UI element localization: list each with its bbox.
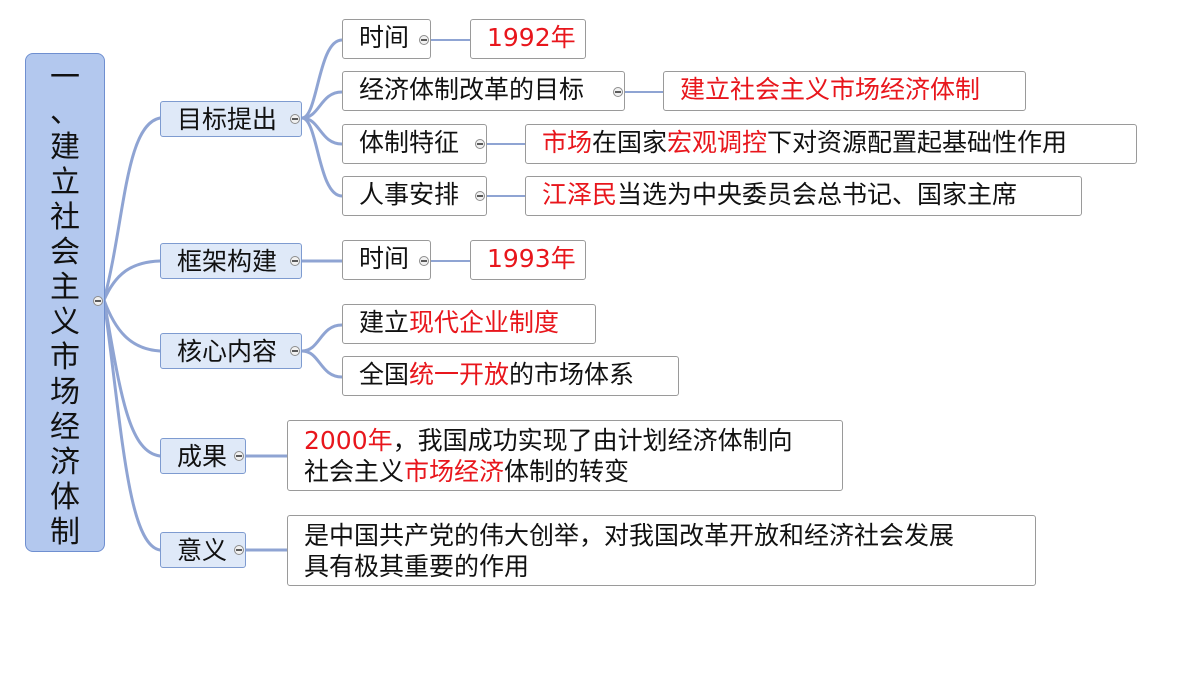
highlight-text: 市场: [542, 128, 593, 157]
node-goal-personnel[interactable]: 人事安排: [342, 176, 487, 216]
node-framework-time[interactable]: 时间: [342, 240, 431, 280]
plain-text: 建立: [359, 308, 410, 337]
collapse-icon[interactable]: [234, 451, 244, 461]
branch-meaning[interactable]: 意义: [160, 532, 246, 568]
root-char: 主: [50, 270, 80, 305]
connector-goal-time: [300, 38, 344, 120]
highlight-text: 宏观调控: [667, 128, 768, 157]
collapse-icon[interactable]: [234, 545, 244, 555]
root-char: 立: [50, 165, 80, 200]
root-char: 、: [50, 95, 80, 130]
root-char: 社: [50, 200, 80, 235]
collapse-icon[interactable]: [475, 139, 485, 149]
value-personnel[interactable]: 江泽民当选为中央委员会总书记、国家主席: [525, 176, 1082, 216]
branch-core[interactable]: 核心内容: [160, 333, 302, 369]
highlight-text: 现代企业制度: [409, 308, 560, 337]
root-char: 场: [50, 375, 80, 410]
node-goal-time[interactable]: 时间: [342, 19, 431, 59]
collapse-icon[interactable]: [419, 35, 429, 45]
connector-root-core: [102, 298, 162, 353]
root-node[interactable]: 一、建立社会主义市场经济体制: [25, 53, 105, 552]
root-char: 济: [50, 445, 80, 480]
plain-text: 全国: [359, 360, 410, 389]
connector-goal-personnel: [300, 116, 344, 198]
root-char: 义: [50, 305, 80, 340]
plain-text: ，我国成功实现了由计划经济体制向: [392, 426, 793, 455]
meaning-line-2: 具有极其重要的作用: [304, 552, 530, 581]
collapse-icon[interactable]: [290, 114, 300, 124]
root-char: 一: [50, 60, 80, 95]
connector-root-goal: [102, 116, 162, 302]
value-reform-target[interactable]: 建立社会主义市场经济体制: [663, 71, 1026, 111]
value-system-feature[interactable]: 市场在国家宏观调控下对资源配置起基础性作用: [525, 124, 1137, 164]
node-result-text[interactable]: 2000年，我国成功实现了由计划经济体制向 社会主义市场经济体制的转变: [287, 420, 843, 491]
node-core-market[interactable]: 全国统一开放的市场体系: [342, 356, 679, 396]
result-line-2: 社会主义市场经济体制的转变: [304, 456, 832, 487]
highlight-text: 统一开放: [409, 360, 510, 389]
collapse-icon[interactable]: [290, 346, 300, 356]
root-char: 建: [50, 130, 80, 165]
value-1993[interactable]: 1993年: [470, 240, 586, 280]
collapse-icon[interactable]: [290, 256, 300, 266]
plain-text: 的市场体系: [509, 360, 635, 389]
result-line-1: 2000年，我国成功实现了由计划经济体制向: [304, 425, 832, 456]
meaning-line-1: 是中国共产党的伟大创举，对我国改革开放和经济社会发展: [304, 521, 955, 550]
highlight-text: 2000年: [304, 426, 393, 455]
plain-text: 在国家: [592, 128, 668, 157]
connector-root-result: [102, 298, 162, 458]
branch-goal[interactable]: 目标提出: [160, 101, 302, 137]
node-goal-feature[interactable]: 体制特征: [342, 124, 487, 164]
root-char: 制: [50, 515, 80, 550]
value-1992[interactable]: 1992年: [470, 19, 586, 59]
connector-root-meaning: [102, 298, 162, 552]
collapse-icon[interactable]: [93, 296, 103, 306]
plain-text: 社会主义: [304, 457, 405, 486]
highlight-text: 市场经济: [404, 457, 505, 486]
plain-text: 下对资源配置起基础性作用: [767, 128, 1068, 157]
collapse-icon[interactable]: [613, 87, 623, 97]
branch-result[interactable]: 成果: [160, 438, 246, 474]
highlight-text: 江泽民: [542, 180, 618, 209]
collapse-icon[interactable]: [475, 191, 485, 201]
branch-framework[interactable]: 框架构建: [160, 243, 302, 279]
plain-text: 当选为中央委员会总书记、国家主席: [617, 180, 1018, 209]
node-goal-target[interactable]: 经济体制改革的目标: [342, 71, 625, 111]
root-char: 市: [50, 340, 80, 375]
root-char: 会: [50, 235, 80, 270]
node-meaning-text[interactable]: 是中国共产党的伟大创举，对我国改革开放和经济社会发展 具有极其重要的作用: [287, 515, 1036, 586]
plain-text: 体制的转变: [504, 457, 630, 486]
connector-root-framework: [102, 259, 162, 302]
root-char: 体: [50, 480, 80, 515]
node-core-enterprise[interactable]: 建立现代企业制度: [342, 304, 596, 344]
connector-core-item2: [300, 349, 344, 379]
root-char: 经: [50, 410, 80, 445]
collapse-icon[interactable]: [419, 256, 429, 266]
connector-core-item1: [300, 323, 344, 353]
